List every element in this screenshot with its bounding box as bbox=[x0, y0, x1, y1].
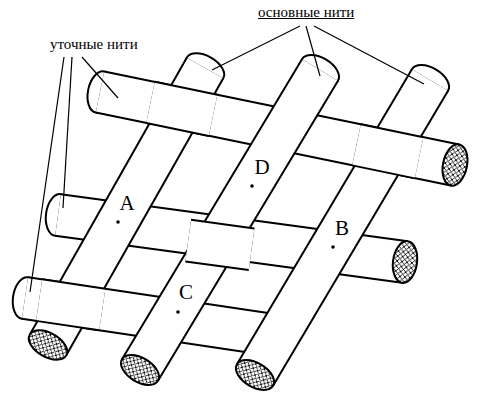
weft-over-crossings bbox=[39, 102, 419, 309]
point-letter: D bbox=[254, 155, 269, 179]
leader-line bbox=[212, 26, 300, 70]
point-letter: C bbox=[179, 280, 193, 304]
weft-yarn bbox=[151, 102, 214, 115]
point-letter: A bbox=[119, 191, 134, 215]
point-dot bbox=[176, 310, 180, 314]
weft-yarn bbox=[188, 241, 251, 250]
leader-line bbox=[63, 57, 72, 208]
weft-yarn bbox=[357, 145, 420, 158]
warp-yarns bbox=[24, 47, 454, 396]
point-letter: B bbox=[335, 216, 349, 240]
point-dot bbox=[331, 245, 335, 249]
leader-line bbox=[306, 26, 320, 76]
callout-label: уточные нити bbox=[50, 36, 138, 53]
point-dot bbox=[116, 220, 120, 224]
leader-line bbox=[30, 57, 64, 292]
warp-yarn bbox=[255, 80, 430, 375]
yarn-cut bbox=[24, 324, 72, 366]
weft-yarn bbox=[39, 300, 102, 309]
point-dots bbox=[116, 184, 335, 314]
leader-line bbox=[82, 57, 118, 98]
callout-label: основные нити bbox=[258, 4, 354, 21]
yarn-cut bbox=[116, 349, 164, 391]
weft-yarn bbox=[151, 102, 214, 115]
yarn-cut bbox=[439, 142, 471, 188]
leader-line bbox=[314, 26, 424, 84]
weft-yarn bbox=[357, 145, 420, 158]
point-dot bbox=[250, 184, 254, 188]
yarn-cut bbox=[390, 240, 419, 285]
weft-yarn bbox=[188, 241, 251, 250]
leader-lines bbox=[30, 26, 424, 292]
yarn-cut bbox=[231, 354, 279, 396]
weft-yarn bbox=[39, 300, 102, 309]
warp-yarn bbox=[255, 80, 430, 375]
